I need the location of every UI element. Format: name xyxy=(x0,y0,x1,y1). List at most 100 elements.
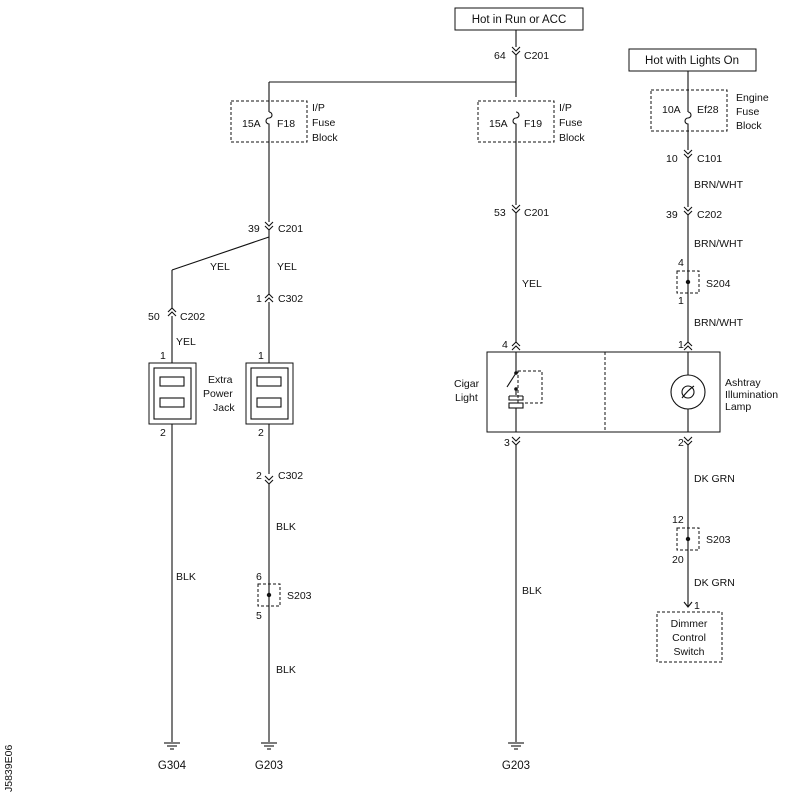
fuse-ef28-block-3: Block xyxy=(736,120,762,132)
connector-c201-left-name: C201 xyxy=(278,223,303,235)
extra-power-jack-label-3: Jack xyxy=(213,402,235,414)
connector-c302-bottom-name: C302 xyxy=(278,470,303,482)
wiring xyxy=(171,30,689,742)
extra-power-jack-pin-top: 1 xyxy=(160,350,166,362)
wire-label-blk-3: BLK xyxy=(276,664,296,676)
wire-label-yel-3: YEL xyxy=(176,336,196,348)
connector-c202-right-pin: 39 xyxy=(666,209,678,221)
connector-c302-top-pin: 1 xyxy=(256,293,262,305)
cigar-light: 4 3 Cigar Light xyxy=(454,339,543,449)
splice-s203-left-top: 6 xyxy=(256,571,262,583)
figure-id: J5839E06 xyxy=(3,745,15,792)
extra-power-jack: 1 2 Extra Power Jack xyxy=(148,350,235,439)
source-run-acc: Hot in Run or ACC xyxy=(454,7,584,31)
splice-s203-right: 12 20 S203 xyxy=(672,514,731,566)
power-jack-2-pin-top: 1 xyxy=(258,350,264,362)
ground-g203-mid: G203 xyxy=(502,742,530,772)
connector-c302-bottom: 2 C302 xyxy=(256,470,303,485)
wire-label-yel-4: YEL xyxy=(522,278,542,290)
connector-c201-top: 64 C201 xyxy=(494,46,549,62)
connector-c201-left: 39 C201 xyxy=(248,221,303,235)
splice-s204-bottom: 1 xyxy=(678,295,684,307)
fuse-f19: 15A F19 I/P Fuse Block xyxy=(477,100,585,144)
ashtray-lamp-label-2: Illumination xyxy=(725,389,778,401)
connector-c201-top-pin: 64 xyxy=(494,50,506,62)
connector-c202-left: 50 C202 xyxy=(148,307,205,323)
fuse-ef28-amps: 10A xyxy=(662,104,681,116)
wire-label-brn-wht-2: BRN/WHT xyxy=(694,238,744,250)
cigar-light-pin-bottom: 3 xyxy=(504,437,510,449)
fuse-ef28-block-2: Fuse xyxy=(736,106,760,118)
connector-c202-left-pin: 50 xyxy=(148,311,160,323)
splice-s204: 4 1 S204 xyxy=(676,257,731,307)
wire-labels: YEL YEL YEL YEL BLK BLK BLK BLK BRN/WHT … xyxy=(176,179,744,676)
ground-g203-mid-label: G203 xyxy=(502,760,530,772)
ground-g203-left-label: G203 xyxy=(255,760,283,772)
splice-s203-left: 6 5 S203 xyxy=(256,571,312,622)
splice-s204-name: S204 xyxy=(706,278,731,290)
wire-label-brn-wht-3: BRN/WHT xyxy=(694,317,744,329)
splice-s203-right-top: 12 xyxy=(672,514,684,526)
wire-label-yel-1: YEL xyxy=(210,261,230,273)
cigar-light-label-2: Light xyxy=(455,392,478,404)
connector-c101: 10 C101 xyxy=(666,149,722,165)
wire-label-dk-grn-1: DK GRN xyxy=(694,473,735,485)
ground-g304: G304 xyxy=(158,742,187,772)
fuse-f19-id: F19 xyxy=(524,118,542,130)
splice-s203-right-name: S203 xyxy=(706,534,731,546)
source-lights-on-label: Hot with Lights On xyxy=(645,55,739,67)
fuse-f18: 15A F18 I/P Fuse Block xyxy=(230,100,338,144)
fuse-f18-block-2: Fuse xyxy=(312,117,336,129)
extra-power-jack-label-1: Extra xyxy=(208,374,233,386)
connector-c101-name: C101 xyxy=(697,153,722,165)
wire-label-yel-2: YEL xyxy=(277,261,297,273)
connector-c302-bottom-pin: 2 xyxy=(256,470,262,482)
connector-c201-left-pin: 39 xyxy=(248,223,260,235)
fuse-ef28-block-1: Engine xyxy=(736,92,769,104)
dimmer-switch-pin: 1 xyxy=(694,600,700,612)
power-jack-2-pin-bottom: 2 xyxy=(258,427,264,439)
fuse-f18-block-3: Block xyxy=(312,132,338,144)
wire-label-brn-wht-1: BRN/WHT xyxy=(694,179,744,191)
fuse-f19-block-1: I/P xyxy=(559,102,572,114)
ashtray-lamp-pin-top: 1 xyxy=(678,339,684,351)
dimmer-switch-label-1: Dimmer xyxy=(671,618,708,630)
ashtray-lamp-label-3: Lamp xyxy=(725,401,751,413)
source-lights-on: Hot with Lights On xyxy=(628,48,757,72)
ground-g203-left: G203 xyxy=(255,742,283,772)
cigar-light-pin-top: 4 xyxy=(502,339,508,351)
connector-c201-mid: 53 C201 xyxy=(494,204,549,219)
extra-power-jack-label-2: Power xyxy=(203,388,233,400)
connector-c202-right: 39 C202 xyxy=(666,206,722,221)
cigar-ashtray-assembly: 4 3 Cigar Light 1 2 Ashtray Illumination… xyxy=(454,339,778,449)
connector-c302-top: 1 C302 xyxy=(256,293,303,305)
fuse-f18-id: F18 xyxy=(277,118,295,130)
fuse-ef28: 10A Ef28 Engine Fuse Block xyxy=(650,89,769,132)
power-jack-2: 1 2 xyxy=(245,350,294,439)
fuse-ef28-id: Ef28 xyxy=(697,104,719,116)
splice-s203-left-name: S203 xyxy=(287,590,312,602)
connector-c201-top-name: C201 xyxy=(524,50,549,62)
wire-label-dk-grn-2: DK GRN xyxy=(694,577,735,589)
splice-s203-right-bottom: 20 xyxy=(672,554,684,566)
source-run-acc-label: Hot in Run or ACC xyxy=(472,14,567,26)
splice-s203-left-bottom: 5 xyxy=(256,610,262,622)
ashtray-lamp-pin-bottom: 2 xyxy=(678,437,684,449)
dimmer-control-switch: 1 Dimmer Control Switch xyxy=(656,600,723,663)
fuse-f19-block-2: Fuse xyxy=(559,117,583,129)
dimmer-switch-label-2: Control xyxy=(672,632,706,644)
ashtray-illumination-lamp: 1 2 Ashtray Illumination Lamp xyxy=(670,339,778,449)
extra-power-jack-pin-bottom: 2 xyxy=(160,427,166,439)
splice-s204-top: 4 xyxy=(678,257,684,269)
ashtray-lamp-label-1: Ashtray xyxy=(725,377,761,389)
fuse-f19-amps: 15A xyxy=(489,118,508,130)
connector-c201-mid-pin: 53 xyxy=(494,207,506,219)
connector-c101-pin: 10 xyxy=(666,153,678,165)
wire-label-blk-2: BLK xyxy=(276,521,296,533)
dimmer-switch-label-3: Switch xyxy=(674,646,705,658)
connector-c202-left-name: C202 xyxy=(180,311,205,323)
wire-label-blk-4: BLK xyxy=(522,585,542,597)
ground-g304-label: G304 xyxy=(158,760,187,772)
cigar-light-label-1: Cigar xyxy=(454,378,480,390)
